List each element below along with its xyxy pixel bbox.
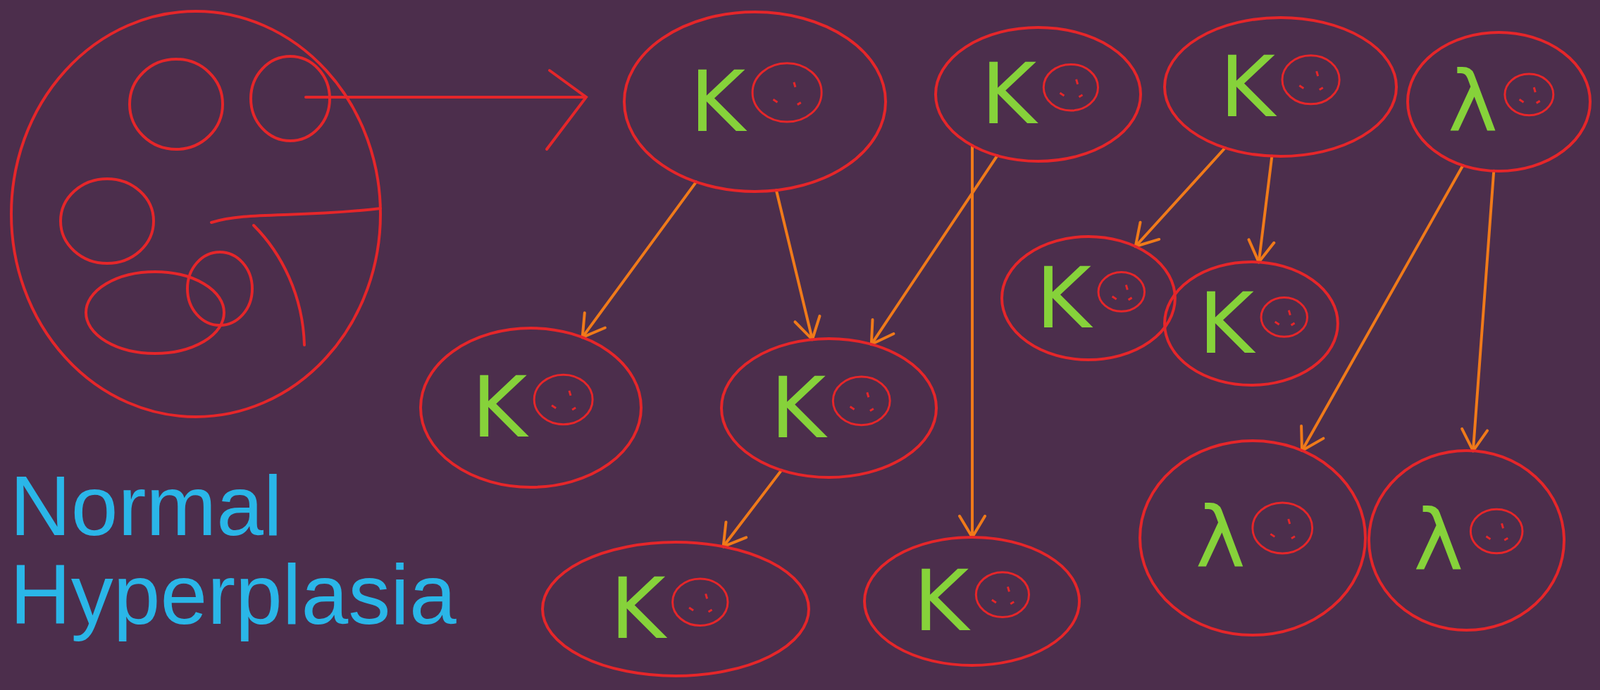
cell-outline xyxy=(1405,30,1593,174)
follicle xyxy=(129,59,223,150)
handwritten-title: Normal Hyperplasia xyxy=(9,461,518,640)
cell-membrane xyxy=(1164,262,1338,386)
light-chain-letter: K xyxy=(913,559,970,644)
cell-membrane xyxy=(420,328,642,488)
cell-outline xyxy=(933,25,1143,164)
light-chain-letter: K xyxy=(981,52,1038,137)
nucleus xyxy=(1043,64,1098,111)
light-chain-letter: K xyxy=(1198,281,1255,367)
clonal-arrow xyxy=(723,470,783,547)
cell-membrane xyxy=(1164,17,1397,157)
light-chain-letter: K xyxy=(1035,256,1092,341)
cell-outline xyxy=(418,326,644,490)
clonal-arrow xyxy=(776,190,821,340)
light-chain-letter: K xyxy=(471,365,527,451)
nucleus xyxy=(1261,298,1307,338)
follicle xyxy=(85,271,225,354)
nucleus xyxy=(1252,503,1313,554)
follicle xyxy=(187,252,253,326)
nucleus xyxy=(1470,509,1523,554)
arrow-head xyxy=(546,70,587,150)
cell-membrane xyxy=(624,11,886,192)
cell-membrane xyxy=(1001,236,1176,361)
vessel-stroke xyxy=(253,225,305,346)
cell: K xyxy=(999,234,1178,363)
cell: K xyxy=(1162,15,1399,159)
light-chain-letter: λ xyxy=(1447,59,1498,145)
lymph-node-outline xyxy=(11,11,381,418)
light-chain-letter: K xyxy=(770,366,827,451)
cell-outline xyxy=(622,9,888,194)
cell: K xyxy=(1162,259,1341,388)
vessel-stroke xyxy=(211,208,381,223)
cell: K xyxy=(862,535,1082,668)
light-chain-letter: K xyxy=(610,567,666,652)
cell: K xyxy=(418,326,644,490)
arrow-shaft xyxy=(305,95,585,99)
light-chain-letter: K xyxy=(1219,45,1276,130)
clonal-arrow xyxy=(582,181,697,338)
cell: K xyxy=(540,540,811,679)
nucleus xyxy=(672,579,728,627)
cell-outline xyxy=(719,336,939,480)
clonal-arrow xyxy=(1135,147,1226,247)
nucleus xyxy=(832,376,890,426)
cell-membrane xyxy=(1407,32,1591,172)
nucleus xyxy=(975,572,1029,618)
clonal-arrow xyxy=(1301,165,1463,451)
follicle xyxy=(60,178,154,264)
cell: λ xyxy=(1405,30,1593,174)
nucleus xyxy=(752,63,822,122)
cell-membrane xyxy=(935,27,1141,162)
clonal-arrow xyxy=(871,155,998,345)
cell-membrane xyxy=(864,537,1080,666)
cell-membrane xyxy=(1368,450,1565,631)
cell: K xyxy=(622,9,888,194)
cell-outline xyxy=(1366,448,1567,633)
cell: K xyxy=(719,336,939,480)
clonal-arrow xyxy=(1249,156,1275,263)
cell: λ xyxy=(1137,438,1368,638)
nucleus xyxy=(534,374,593,425)
cell-outline xyxy=(540,540,811,679)
cell: λ xyxy=(1366,448,1567,633)
clonal-arrow xyxy=(959,145,985,538)
nucleus xyxy=(1098,272,1145,313)
cell-membrane xyxy=(1139,441,1366,636)
cell-outline xyxy=(862,535,1082,668)
cell: K xyxy=(933,25,1143,164)
cell-outline xyxy=(1162,15,1399,159)
cell-membrane xyxy=(721,338,937,478)
light-chain-letter: λ xyxy=(1413,498,1464,584)
nucleus xyxy=(1504,73,1554,116)
cell-outline xyxy=(1137,438,1368,638)
light-chain-letter: K xyxy=(689,59,746,145)
cell-membrane xyxy=(542,542,809,677)
clonal-arrow xyxy=(1461,171,1494,451)
nucleus xyxy=(1282,55,1340,105)
light-chain-letter: λ xyxy=(1195,495,1246,581)
